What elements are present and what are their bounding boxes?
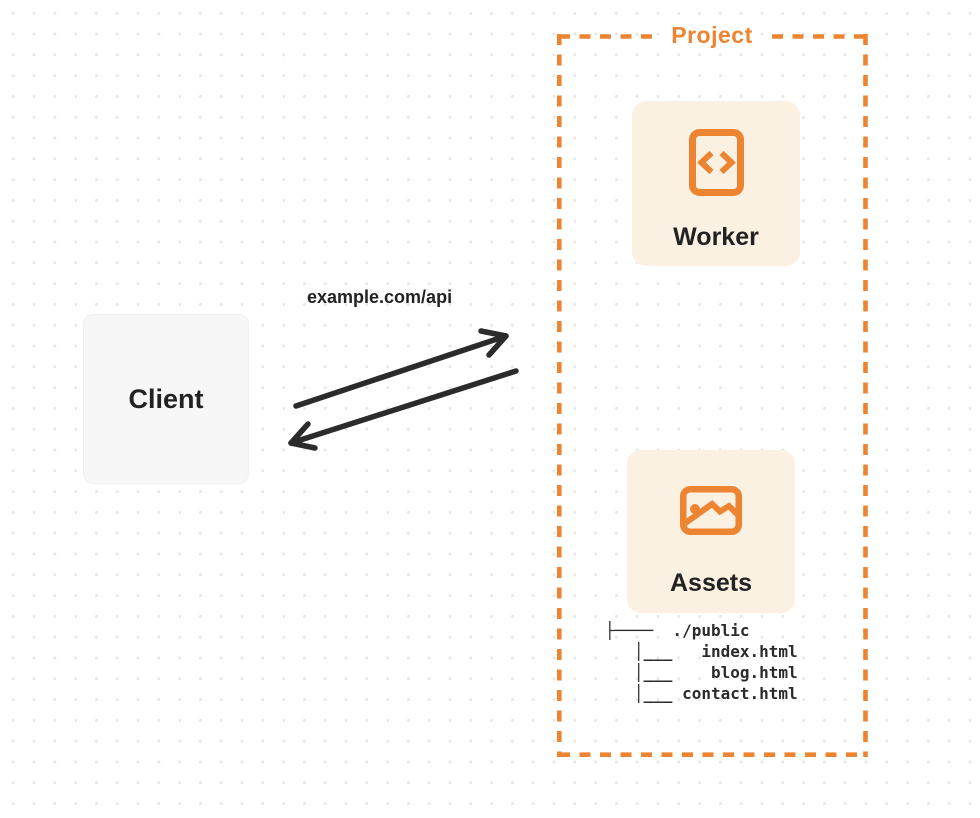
tree-line-blog: │___ blog.html — [605, 663, 798, 682]
tree-line-index: │___ index.html — [605, 642, 798, 661]
worker-node: Worker — [632, 101, 800, 266]
file-tree: ├──── ./public │___ index.html │___ blog… — [605, 620, 798, 704]
project-dashed-border — [556, 34, 868, 758]
project-label: Project — [671, 22, 753, 48]
request-url-label: example.com/api — [307, 287, 453, 307]
response-arrow — [288, 368, 519, 451]
assets-node: Assets — [627, 450, 795, 613]
client-node: Client — [83, 314, 249, 484]
assets-label: Assets — [670, 569, 752, 597]
client-label: Client — [128, 383, 204, 414]
code-file-icon — [688, 129, 744, 196]
worker-label: Worker — [673, 223, 759, 251]
image-icon — [680, 486, 742, 535]
request-arrow — [293, 328, 509, 409]
tree-line-contact: │___ contact.html — [605, 684, 798, 703]
tree-line-public: ├──── ./public — [605, 621, 750, 640]
